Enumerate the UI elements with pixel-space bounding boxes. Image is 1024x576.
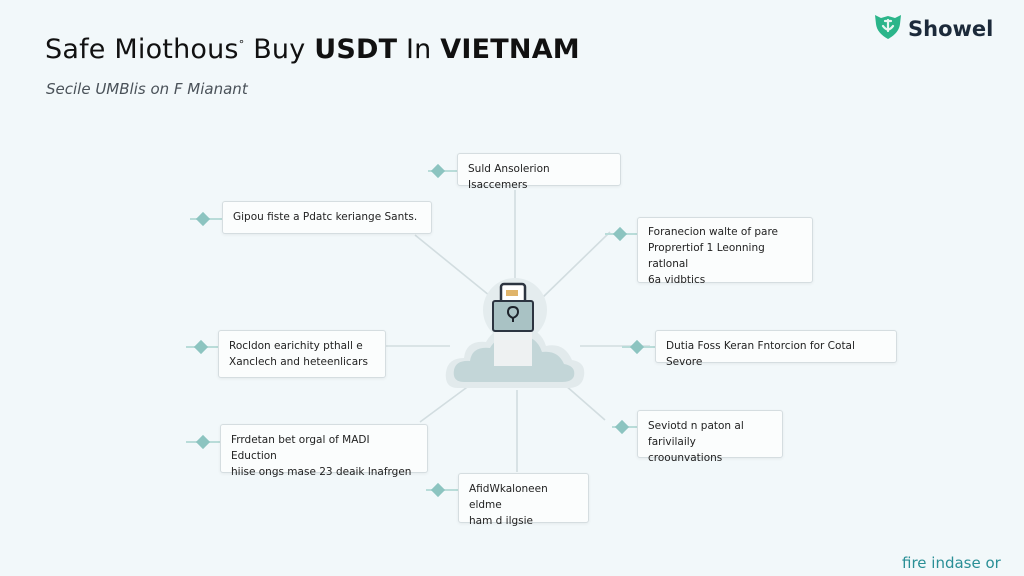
cloud-lock-icon <box>440 270 590 400</box>
diagram-node-bottom[interactable]: AfidWkaloneen eldme ham d ilgsie <box>458 473 589 527</box>
title-part-2: Buy <box>253 34 306 65</box>
title-mark: ° <box>238 38 245 51</box>
diagram-node-mid-left[interactable]: Rocldon earichity pthall e Xanclech and … <box>218 330 386 378</box>
diagram-node-upper-right[interactable]: Foranecion walte of pare Proprertiof 1 L… <box>637 217 813 286</box>
diagram-node-lower-left[interactable]: Frrdetan bet orgal of MADI Eduction hiis… <box>220 424 428 478</box>
diagram-node-lower-right[interactable]: Seviotd n paton al farivilaily croounvat… <box>637 410 783 464</box>
node-text: Suld Ansolerion Isaccemers <box>468 163 550 191</box>
node-text: Frrdetan bet orgal of MADI Eduction <box>231 434 370 462</box>
node-text: hiise ongs mase 23 deaik lnafrgen <box>231 466 412 478</box>
footer-caption: fire indase or <box>902 554 1001 572</box>
node-text: farivilaily croounvations <box>648 436 723 464</box>
diagram-node-mid-right[interactable]: Dutia Foss Keran Fntorcion for Cotal Sev… <box>655 330 897 368</box>
brand-logo[interactable]: Showel <box>873 12 993 45</box>
node-text: Gipou fiste a Pdatc keriange Sants. <box>233 211 418 223</box>
diagram-node-top[interactable]: Suld Ansolerion Isaccemers <box>457 153 621 191</box>
title-part-3: USDT <box>314 34 398 65</box>
title-part-5: VIETNAM <box>440 34 580 65</box>
node-text: Dutia Foss Keran Fntorcion for Cotal Sev… <box>666 340 855 368</box>
node-text: AfidWkaloneen eldme <box>469 483 548 511</box>
title-part-4: In <box>406 34 432 65</box>
page-subtitle: Secile UMBlis on F Mianant <box>46 80 248 98</box>
node-text: 6a vidbtics <box>648 274 706 286</box>
shield-logo-icon <box>873 12 903 45</box>
node-text: ham d ilgsie <box>469 515 534 527</box>
node-text: Proprertiof 1 Leonning ratlonal <box>648 242 765 270</box>
brand-name: Showel <box>908 16 994 41</box>
node-text: Foranecion walte of pare <box>648 226 779 238</box>
title-part-1: Safe Miothous <box>45 34 239 65</box>
node-text: Seviotd n paton al <box>648 420 744 432</box>
node-text: Rocldon earichity pthall e <box>229 340 363 352</box>
diagram-node-upper-left[interactable]: Gipou fiste a Pdatc keriange Sants. <box>222 201 432 234</box>
node-text: Xanclech and heteenlicars <box>229 356 368 368</box>
page-title: Safe Miothous° Buy USDT In VIETNAM <box>45 34 580 65</box>
